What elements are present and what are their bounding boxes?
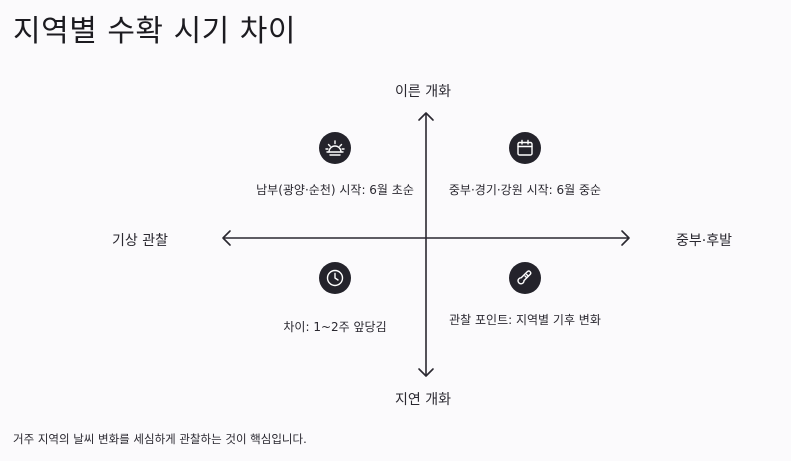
arrow-up bbox=[418, 112, 434, 121]
quadrant-bottom-right-text: 관찰 포인트: 지역별 기후 변화 bbox=[449, 313, 601, 327]
quadrant-top-right-text: 중부·경기·강원 시작: 6월 중순 bbox=[448, 183, 602, 197]
quadrant-bottom-left-text: 차이: 1~2주 앞당김 bbox=[283, 320, 387, 334]
thermometer-icon bbox=[509, 262, 541, 294]
calendar-icon bbox=[509, 132, 541, 164]
arrow-right bbox=[621, 230, 630, 246]
axis-label-top: 이른 개화 bbox=[395, 84, 451, 100]
sunrise-icon bbox=[319, 132, 351, 164]
page-title: 지역별 수확 시기 차이 bbox=[13, 14, 297, 49]
quadrant-top-left-text: 남부(광양·순천) 시작: 6월 초순 bbox=[256, 183, 414, 197]
axis-label-right: 중부·후발 bbox=[676, 233, 732, 249]
arrow-down bbox=[418, 368, 434, 377]
axis-label-bottom: 지연 개화 bbox=[395, 392, 451, 408]
arrow-left bbox=[222, 230, 231, 246]
axis-label-left: 기상 관찰 bbox=[112, 233, 168, 249]
clock-icon bbox=[319, 262, 351, 294]
footer-note: 거주 지역의 날씨 변화를 세심하게 관찰하는 것이 핵심입니다. bbox=[13, 432, 307, 446]
